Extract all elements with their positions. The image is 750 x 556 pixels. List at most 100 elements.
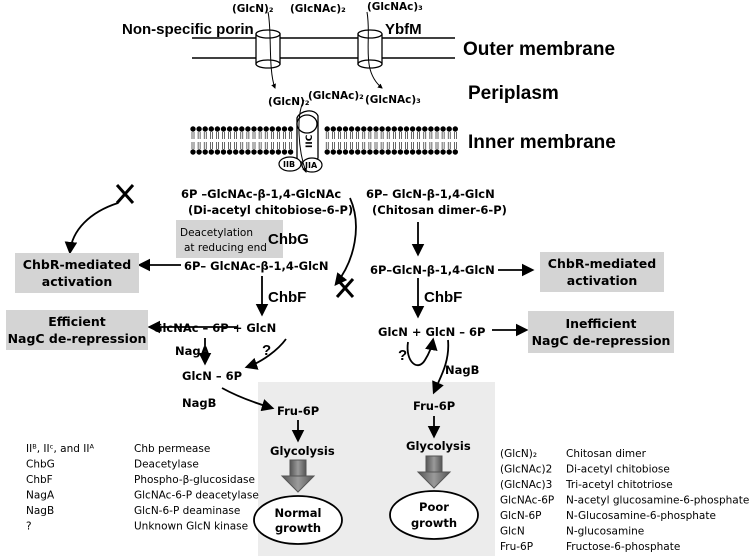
normal-growth-line2: growth bbox=[275, 521, 321, 535]
lipid-tail bbox=[368, 142, 372, 149]
lipid-head bbox=[202, 149, 208, 155]
compound_legend-abbr: Fru-6P bbox=[500, 541, 533, 553]
lipid-tail bbox=[240, 132, 244, 139]
lipid-head bbox=[239, 149, 245, 155]
enzyme_legend-abbr: ChbG bbox=[26, 459, 55, 471]
inefficient-line2: NagC de-repression bbox=[532, 333, 671, 348]
glcnac-6p-plus-glcn: GlcNAc – 6P + GlcN bbox=[153, 321, 276, 335]
iib-label: IIB bbox=[283, 160, 295, 169]
lipid-head bbox=[385, 126, 391, 132]
lipid-head bbox=[355, 149, 361, 155]
lipid-tail bbox=[210, 132, 213, 139]
iic-entry-arrow bbox=[298, 99, 307, 173]
lipid-tail bbox=[380, 132, 384, 139]
efficient-box bbox=[6, 310, 148, 350]
lipid-tail bbox=[228, 142, 231, 149]
lipid-head bbox=[440, 149, 446, 155]
lipid-head bbox=[452, 126, 458, 132]
enzyme_legend-desc: Unknown GlcN kinase bbox=[134, 521, 248, 533]
glcn-glcn-formula: 6P–GlcN-β-1,4-GlcN bbox=[370, 263, 495, 277]
fru6p-left: Fru-6P bbox=[277, 404, 319, 418]
porin-cylinder bbox=[255, 29, 281, 69]
lipid-tail bbox=[277, 132, 280, 139]
iic-transporter bbox=[278, 110, 323, 173]
iic-label: IIC bbox=[305, 134, 315, 148]
enzyme_legend-abbr: ChbF bbox=[26, 474, 53, 486]
deacetylation-line1: Deacetylation bbox=[180, 227, 253, 239]
chbg-label: ChbG bbox=[268, 231, 309, 248]
lipid-tail bbox=[216, 142, 219, 149]
lipid-tail bbox=[435, 132, 439, 139]
glcn2-peri: (GlcN)₂ bbox=[268, 96, 310, 108]
lipid-tail bbox=[191, 142, 195, 149]
lipid-head bbox=[275, 126, 282, 132]
enzyme_legend-abbr: ? bbox=[26, 521, 32, 533]
compound_legend-desc: Fructose-6-phosphate bbox=[566, 541, 680, 553]
lipid-tail bbox=[240, 142, 244, 149]
lipid-tail bbox=[332, 142, 335, 149]
lipid-head bbox=[367, 126, 373, 132]
poor-growth-ellipse bbox=[389, 490, 479, 540]
lipid-head bbox=[281, 149, 288, 155]
lipid-head bbox=[336, 149, 343, 155]
lipid-head bbox=[403, 126, 410, 132]
glcnac2-peri: (GlcNAc)₂ bbox=[308, 90, 364, 102]
glycolysis-left: Glycolysis bbox=[270, 444, 335, 458]
arrow-bypass-blocked bbox=[334, 197, 357, 286]
lipid-tail bbox=[350, 142, 353, 149]
normal-growth-ellipse bbox=[253, 495, 343, 545]
lipid-tail bbox=[332, 132, 335, 139]
lipid-head bbox=[373, 149, 379, 155]
efficient-line1: Efficient bbox=[48, 314, 106, 329]
thick-arrow-left bbox=[280, 459, 316, 493]
lipid-tail bbox=[234, 132, 237, 139]
lipid-head bbox=[446, 149, 452, 155]
ybfm-entry-arrow bbox=[366, 11, 383, 89]
chbr-right-line2: activation bbox=[567, 273, 637, 288]
lipid-head bbox=[422, 126, 428, 132]
lipid-tail bbox=[252, 142, 256, 149]
lipid-head bbox=[403, 149, 410, 155]
chitosan-name: (Chitosan dimer-6-P) bbox=[372, 203, 507, 217]
lipid-head bbox=[214, 126, 221, 132]
lipid-tail bbox=[344, 132, 347, 139]
enzyme_legend-desc: GlcN-6-P deaminase bbox=[134, 505, 240, 517]
outer-membrane bbox=[192, 37, 455, 59]
compound_legend-abbr: (GlcNAc)3 bbox=[500, 479, 552, 491]
lipid-head bbox=[208, 126, 214, 132]
lipid-head bbox=[275, 149, 282, 155]
naga-label: NagA bbox=[175, 344, 210, 358]
lipid-tail bbox=[344, 142, 347, 149]
nagb-left-label: NagB bbox=[182, 396, 216, 410]
lipid-head bbox=[434, 149, 440, 155]
lipid-tail bbox=[447, 132, 451, 139]
lipid-tail bbox=[386, 132, 390, 139]
lipid-head bbox=[196, 149, 202, 155]
lipid-tail bbox=[197, 142, 201, 149]
compound_legend-abbr: GlcNAc-6P bbox=[500, 495, 554, 507]
glcnac-glcn-formula: 6P– GlcNAc-β-1,4-GlcN bbox=[184, 259, 328, 273]
lipid-tail bbox=[271, 132, 274, 139]
lipid-tail bbox=[283, 132, 286, 139]
lipid-tail bbox=[411, 142, 414, 149]
lipid-tail bbox=[435, 142, 439, 149]
lipid-tail bbox=[405, 132, 408, 139]
lipid-tail bbox=[454, 142, 457, 149]
lipid-tail bbox=[246, 142, 250, 149]
enzyme_legend-desc: Deacetylase bbox=[134, 459, 199, 471]
lipid-head bbox=[190, 126, 196, 132]
lipid-head bbox=[233, 149, 239, 155]
compound_legend-desc: N-glucosamine bbox=[566, 526, 644, 538]
deacetylation-line2: at reducing end bbox=[184, 242, 267, 254]
chbr-left-line1: ChbR-mediated bbox=[23, 257, 131, 272]
enzyme_legend-abbr: NagB bbox=[26, 505, 54, 517]
lipid-tail bbox=[454, 132, 457, 139]
lipid-head bbox=[226, 149, 233, 155]
compound_legend-abbr: (GlcN)₂ bbox=[500, 448, 537, 460]
glcn-plus-glcn-6p: GlcN + GlcN – 6P bbox=[378, 325, 485, 339]
lipid-tail bbox=[405, 142, 408, 149]
lipid-head bbox=[422, 149, 428, 155]
